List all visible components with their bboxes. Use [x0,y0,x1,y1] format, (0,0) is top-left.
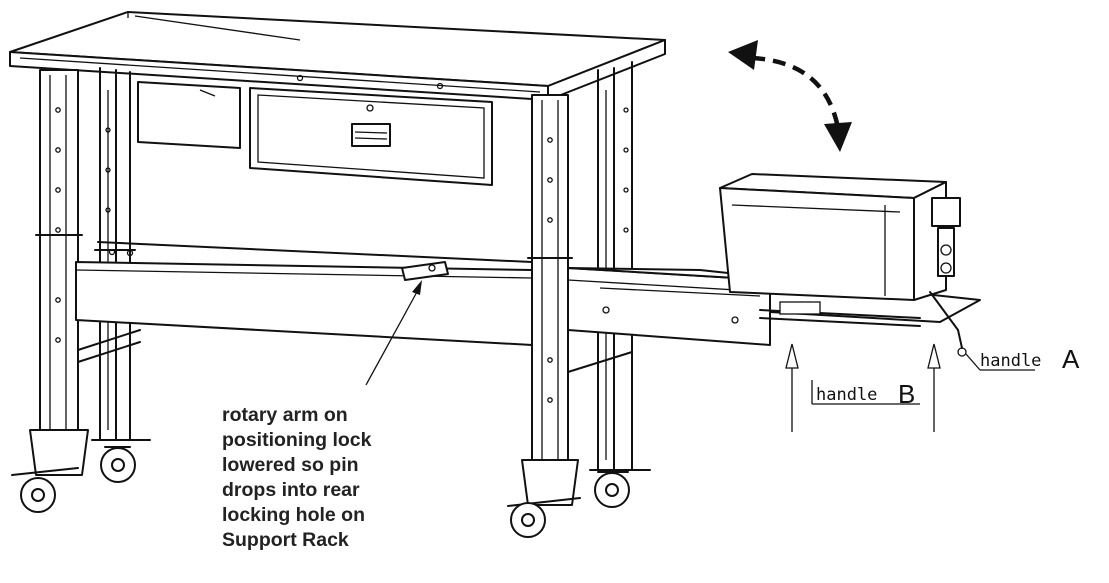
front-leg-right [507,94,581,507]
caster-back-right [594,471,630,508]
drawer [137,74,493,186]
caster-front-right [510,502,546,538]
front-leg-left [11,69,89,476]
handle-a-label: handle A [980,344,1080,374]
handle-b-label: handle B [816,379,915,409]
caster-back-left [100,446,136,483]
callout-line-4: drops into rear [222,479,360,501]
callout-text-block: rotary arm on positioning lock lowered s… [222,404,372,551]
callout-line-2: positioning lock [222,429,372,451]
handle-b-pointers [785,343,941,432]
arrow-head-down [824,122,852,152]
handle-a-pointer [965,353,1035,371]
back-leg-right [589,61,651,471]
callout-pointer [365,280,422,386]
support-rack [75,241,981,373]
callout-line-6: Support Rack [222,529,349,551]
callout-line-1: rotary arm on [222,404,348,426]
workbench-top [9,11,666,101]
rotation-double-arrow [728,40,852,152]
caster-front-left [20,477,56,513]
machine-box [719,173,967,357]
callout-line-3: lowered so pin [222,454,359,476]
handle-b-word: handle [816,385,877,405]
handle-a-word: handle [980,351,1041,371]
handle-b-letter: B [898,379,915,409]
callout-line-5: locking hole on [222,504,365,526]
arrow-head-left [728,40,758,70]
handle-a-letter: A [1062,344,1080,374]
